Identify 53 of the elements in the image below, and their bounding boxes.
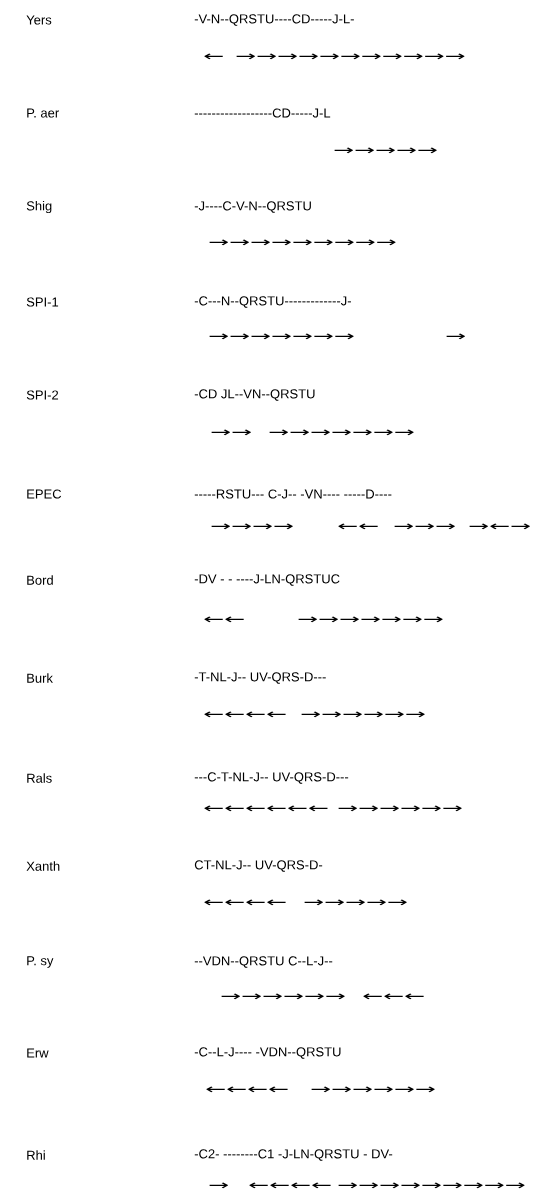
- gene-order-text: --VDN--QRSTU C--L-J--: [194, 956, 333, 968]
- gene-direction-arrows: →←→: [469, 523, 530, 530]
- gene-direction-arrows: →→→→→→→: [269, 429, 414, 436]
- gene-direction-arrows: ←←←←←←: [204, 805, 328, 812]
- organism-label: SPI-2: [26, 390, 59, 400]
- gene-order-text: -DV - - ----J-LN-QRSTUC: [194, 574, 340, 586]
- gene-direction-arrows: →→→→: [211, 523, 293, 530]
- gene-order-text: -T-NL-J-- UV-QRS-D---: [194, 672, 326, 684]
- gene-direction-arrows: →→→→→: [304, 899, 407, 906]
- gene-direction-arrows: ←←: [338, 523, 378, 530]
- gene-direction-arrows: →→→→→: [334, 147, 437, 154]
- gene-order-text: ---C-T-NL-J-- UV-QRS-D---: [194, 772, 349, 784]
- gene-direction-arrows: →→→: [394, 523, 455, 530]
- gene-order-text: -V-N--QRSTU----CD-----J-L-: [194, 14, 354, 26]
- organism-label: Shig: [26, 200, 52, 214]
- organism-label: SPI-1: [26, 297, 59, 307]
- gene-direction-arrows: →→→→→→→→→→→: [236, 53, 465, 60]
- gene-direction-arrows: ←←←←: [204, 711, 286, 718]
- gene-order-text: CT-NL-J-- UV-QRS-D-: [194, 860, 323, 872]
- gene-order-text: ------------------CD-----J-L: [194, 108, 331, 118]
- gene-direction-arrows: ←←←←: [204, 899, 286, 906]
- gene-direction-arrows: →: [209, 1182, 228, 1189]
- organism-label: Bord: [27, 575, 53, 585]
- organism-label: Erw: [27, 1048, 49, 1058]
- organism-label: Xanth: [26, 861, 60, 871]
- gene-direction-arrows: ←←←←: [206, 1086, 288, 1093]
- organism-label: P. sy: [27, 956, 54, 968]
- gene-direction-arrows: →: [446, 333, 465, 340]
- organism-label: P. aer: [27, 108, 59, 118]
- organism-label: Rhi: [27, 1150, 45, 1160]
- gene-order-text: -----RSTU--- C-J-- -VN---- -----D----: [194, 489, 392, 499]
- gene-direction-arrows: →→→→→→: [221, 993, 345, 1000]
- gene-direction-arrows: →→→→→→→→→: [338, 1182, 525, 1189]
- gene-direction-arrows: →→→→→→: [338, 805, 462, 812]
- organism-label: Burk: [27, 673, 53, 683]
- gene-direction-arrows: →→: [211, 429, 251, 436]
- organism-label: EPEC: [27, 489, 62, 499]
- gene-order-text: -J----C-V-N--QRSTU: [194, 201, 311, 213]
- gene-direction-arrows: ←: [204, 53, 223, 60]
- organism-label: Yers: [26, 15, 52, 25]
- gene-direction-arrows: →→→→→→: [311, 1086, 435, 1093]
- gene-direction-arrows: ←←: [204, 616, 244, 623]
- organism-label: Rals: [27, 773, 52, 783]
- gene-direction-arrows: ←←←←: [249, 1182, 331, 1189]
- gene-direction-arrows: →→→→→→: [301, 711, 425, 718]
- gene-order-text: -C---N--QRSTU-------------J-: [194, 296, 351, 308]
- gene-order-text: -CD JL--VN--QRSTU: [194, 389, 315, 401]
- gene-order-text: -C--L-J---- -VDN--QRSTU: [194, 1047, 341, 1059]
- gene-order-text: -C2- --------C1 -J-LN-QRSTU - DV-: [194, 1149, 393, 1161]
- gene-direction-arrows: →→→→→→→: [209, 333, 354, 340]
- gene-direction-arrows: ←←←: [363, 993, 424, 1000]
- gene-direction-arrows: →→→→→→→→→: [209, 239, 396, 246]
- gene-direction-arrows: →→→→→→→: [298, 616, 443, 623]
